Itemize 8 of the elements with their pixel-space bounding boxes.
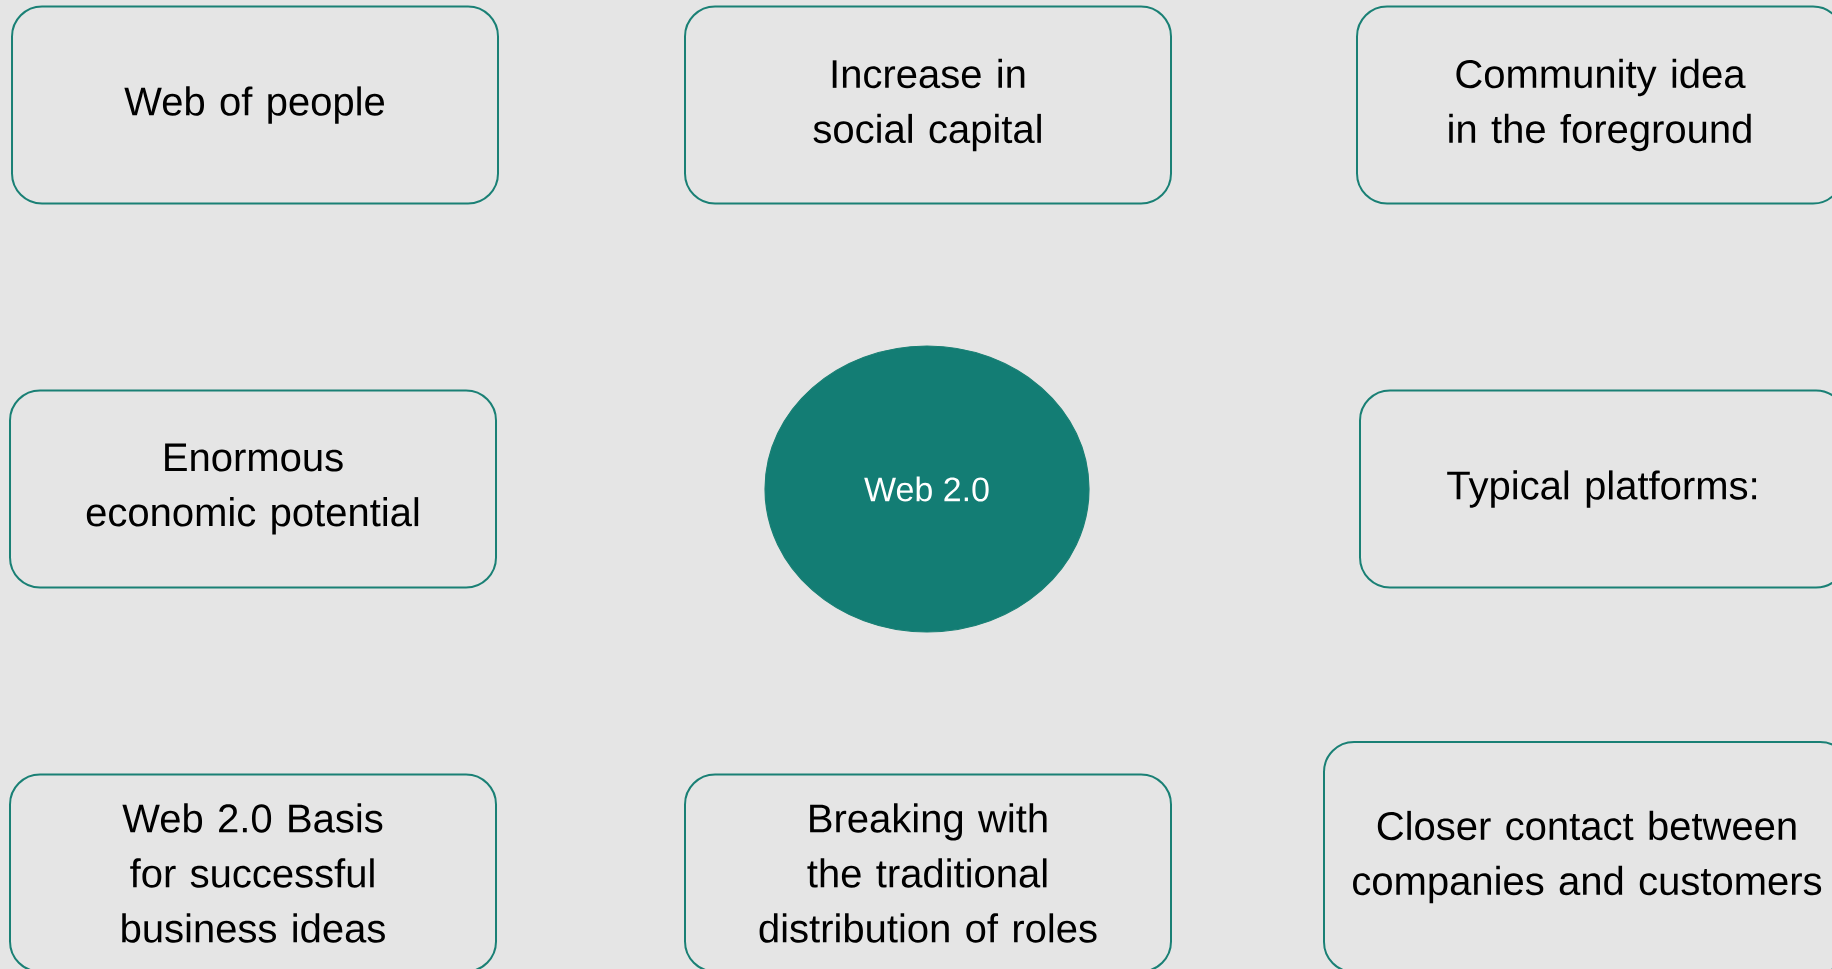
text-box: Enormous economic potential <box>9 389 497 589</box>
text-box: Web 2.0 Basis for successful business ideas <box>9 773 497 969</box>
text-box: Typical platforms: <box>1359 389 1832 589</box>
text-box: Web of people <box>11 5 499 205</box>
text-box: Breaking with the traditional distribution of roles <box>684 773 1172 969</box>
text-box: Community idea in the foreground <box>1356 5 1832 205</box>
text-box: Closer contact between companies and customers <box>1323 741 1832 969</box>
text-box: Increase in social capital <box>684 5 1172 205</box>
